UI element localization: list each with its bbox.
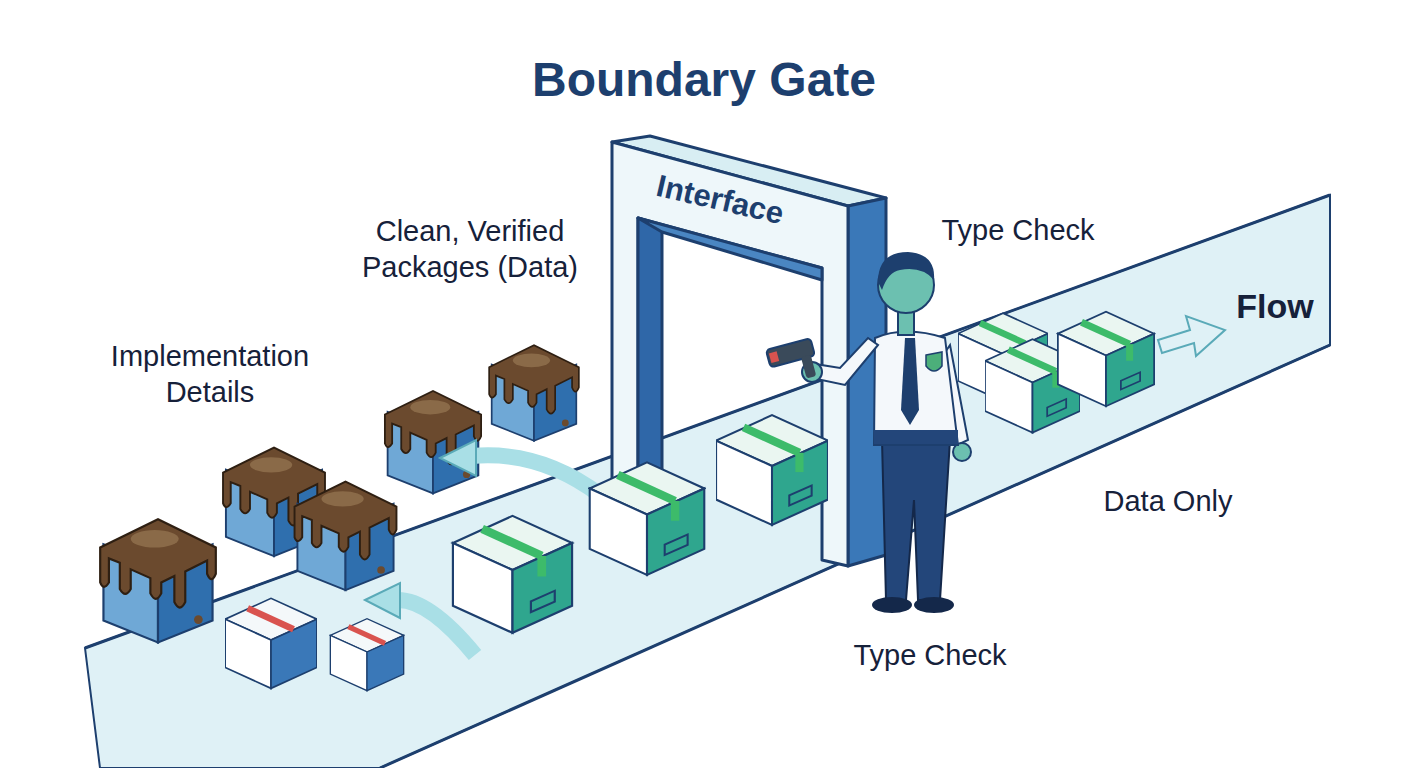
guard-belt	[874, 430, 958, 444]
rejected-box	[225, 598, 317, 688]
package-box	[716, 415, 828, 525]
gate-inner-top	[638, 218, 822, 280]
guard-tie	[901, 338, 919, 425]
rejected-box	[330, 619, 403, 691]
guard-shoe	[872, 597, 912, 613]
reject-arrow-head	[440, 440, 476, 476]
package-box	[453, 516, 572, 633]
guard-hair	[878, 252, 934, 290]
dirty-cube	[295, 482, 397, 591]
annotation-label: Clean, Verified Packages (Data)	[340, 213, 600, 285]
reject-arrow	[472, 455, 600, 495]
dirty-cube	[385, 391, 481, 494]
guard-badge	[926, 352, 942, 371]
annotation-label: Data Only	[1068, 483, 1268, 519]
belt-edge	[85, 195, 1330, 648]
annotation-label: Type Check	[830, 637, 1030, 673]
scanner-handle	[801, 355, 816, 379]
reject-arrow-head	[365, 583, 400, 618]
gate-inner-side	[638, 218, 662, 478]
flow-arrow	[1158, 316, 1225, 356]
scanner-window	[769, 351, 779, 363]
package-box	[590, 462, 705, 575]
guard-shirt	[874, 332, 958, 446]
diagram-title: Boundary Gate	[0, 52, 1408, 107]
guard-shoe	[914, 597, 954, 613]
guard-pants	[882, 440, 950, 600]
barcode-scanner	[766, 338, 820, 387]
annotation-label: Type Check	[918, 212, 1118, 248]
guard-arm	[812, 338, 878, 385]
package-box	[1058, 312, 1154, 407]
conveyor-belt	[85, 195, 1330, 768]
dirty-cube	[100, 519, 216, 642]
annotation-label: Flow	[1230, 288, 1320, 324]
annotation-label: Implementation Details	[90, 338, 330, 410]
dirty-cube	[489, 345, 579, 441]
